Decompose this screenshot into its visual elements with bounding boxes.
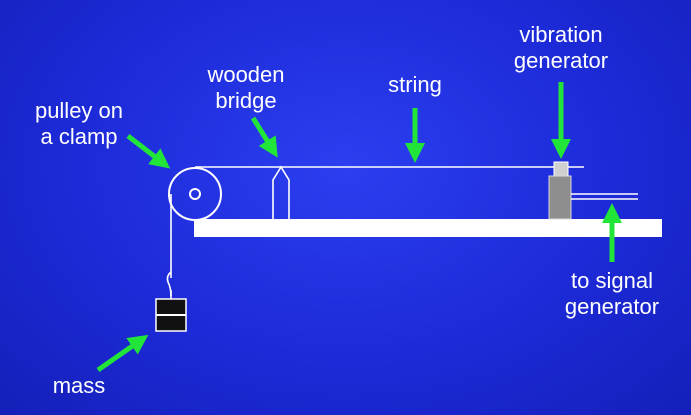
vibrator-top	[553, 161, 569, 177]
bridge-label: wooden bridge	[207, 62, 285, 113]
string-label: string	[388, 72, 442, 97]
signal-generator-label: to signal generator	[564, 268, 660, 319]
pulley	[168, 167, 222, 221]
mass-label: mass	[52, 373, 106, 398]
pulley-axle	[189, 188, 201, 200]
bench	[194, 219, 662, 237]
arrow-pulley	[126, 134, 171, 169]
wooden-bridge	[272, 165, 290, 219]
arrow-mass	[96, 334, 149, 373]
vibrator-body	[548, 175, 572, 220]
arrow-bridge	[250, 116, 278, 158]
vibration-generator-label: vibration generator	[513, 22, 609, 73]
pulley-label: pulley on a clamp	[34, 98, 124, 149]
